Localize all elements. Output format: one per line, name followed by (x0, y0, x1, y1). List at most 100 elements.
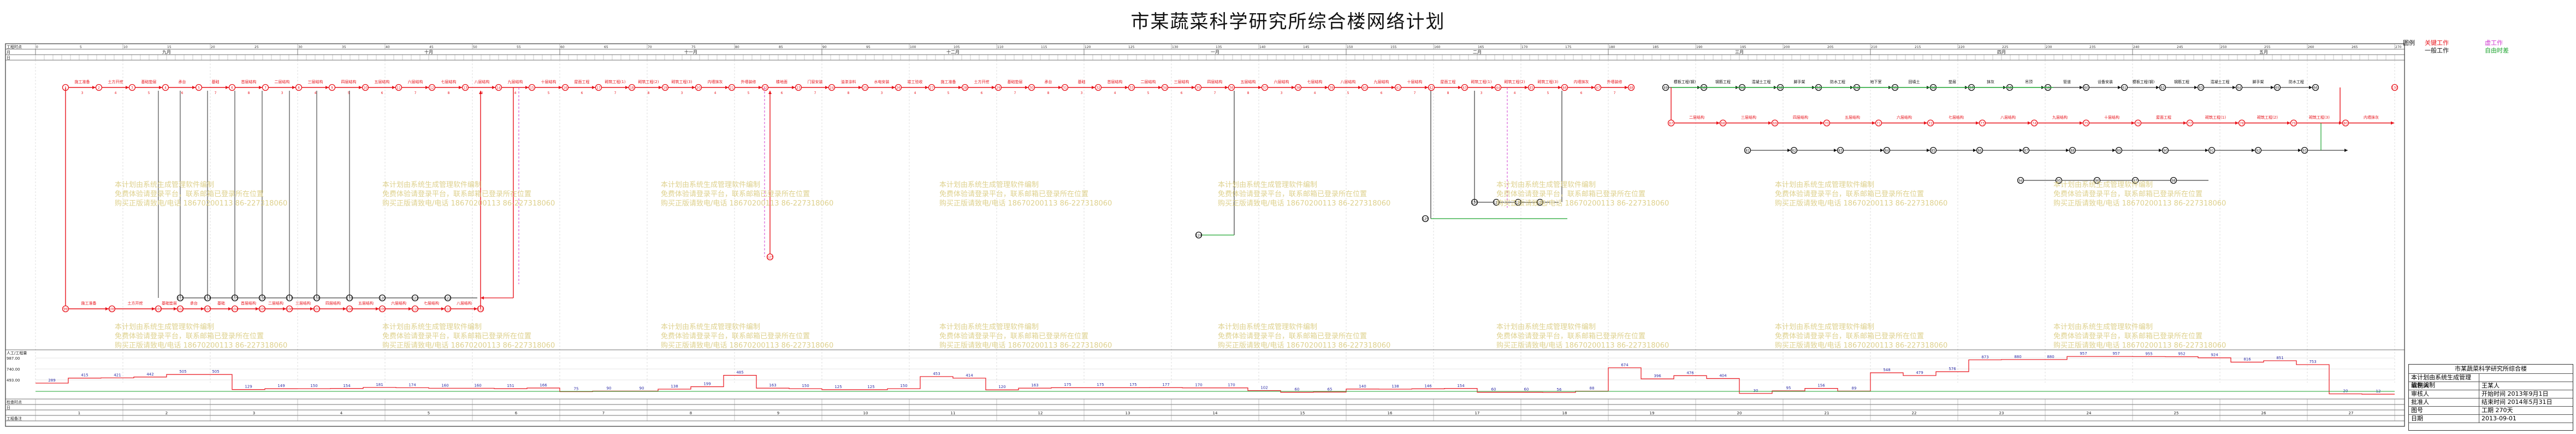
duration-tick-label: 105 (954, 45, 960, 49)
event-node-number: 22 (763, 86, 767, 90)
event-node-number: 18 (630, 86, 634, 90)
event-node-number: 43 (1462, 86, 1467, 90)
watermark-line: 免费体验请登录平台，联系邮箱已登录所在位置 (115, 190, 264, 198)
event-node-number: 65 (2275, 86, 2279, 90)
watermark-line: 购买正版请致电/电话 18670200113 86-227318060 (382, 200, 555, 208)
event-node-number: 109 (379, 308, 386, 312)
event-node-number: 117 (286, 297, 293, 301)
event-node (1461, 84, 1468, 91)
arrow-head (2112, 149, 2116, 152)
event-node (1514, 198, 1522, 206)
duration-tick-label: 100 (910, 45, 916, 49)
resource-value-label: 453 (933, 372, 940, 376)
watermark: 本计划由系统生成管理软件编制免费体验请登录平台，联系邮箱已登录所在位置购买正版请… (382, 322, 555, 350)
activity-label: 砌筑工程(3) (672, 79, 692, 84)
resource-value-label: 163 (769, 383, 776, 388)
arrow-head (283, 307, 286, 310)
activity-label: 抹灰 (1987, 79, 1994, 84)
arrow-head (1976, 121, 1979, 125)
activity-label: 六层结构 (1897, 115, 1912, 120)
resource-value-label: 60 (1491, 388, 1496, 392)
arrow-head (2194, 86, 2198, 89)
activity-duration: 8 (1247, 91, 1249, 95)
event-node (2159, 84, 2166, 91)
arrow-head (201, 307, 204, 310)
activity-label: 七层结构 (1949, 115, 1964, 120)
footer-week-label: 5 (428, 411, 430, 415)
duration-tick-label: 190 (1696, 45, 1703, 49)
event-node (1422, 215, 1429, 222)
event-node-number: 70 (1825, 122, 1829, 126)
watermark: 本计划由系统生成管理软件编制免费体验请登录平台，联系邮箱已登录所在位置购买正版请… (661, 180, 833, 208)
footer-week-label: 2 (165, 411, 168, 415)
resource-value-label: 479 (1916, 371, 1923, 375)
activity-label: 基础 (1078, 79, 1086, 84)
activity-label: 十层结构 (2104, 115, 2119, 120)
activity-duration: 3 (481, 91, 483, 95)
event-node-number: 90 (2163, 149, 2168, 153)
activity-label: 脚手架 (1794, 79, 1805, 84)
arrow-head (481, 296, 484, 300)
watermark: 本计划由系统生成管理软件编制免费体验请登录平台，联系邮箱已登录所在位置购买正版请… (1775, 180, 1947, 208)
arrow-head (1924, 121, 1927, 125)
arrow-head (2205, 149, 2208, 152)
duration-tick-label: 230 (2046, 45, 2052, 49)
activity-label: 八层结构 (475, 79, 490, 84)
event-node-number: 69 (1773, 122, 1777, 126)
title-block-value: 结束时间 2014年5月31日 (2482, 398, 2553, 406)
footer-week-label: 7 (602, 411, 605, 415)
arrow-head (174, 307, 177, 310)
watermark: 本计划由系统生成管理软件编制免费体验请登录平台，联系邮箱已登录所在位置购买正版请… (939, 322, 1112, 350)
arrow-head (759, 86, 762, 89)
activity-label: 垫层 (1949, 79, 1956, 84)
arrow-head (92, 86, 96, 89)
resource-value-label: 421 (114, 373, 121, 377)
event-node (1667, 119, 1675, 127)
arrow-head (2028, 121, 2031, 125)
footer-week-label: 13 (1126, 411, 1130, 415)
activity-label: 二层结构 (275, 79, 290, 84)
event-node-number: 86 (1977, 149, 1982, 153)
event-node (1929, 146, 1937, 154)
activity-label: 七层结构 (1307, 79, 1323, 84)
activity-label: 施工准备 (75, 79, 90, 84)
duration-tick-label: 160 (1434, 45, 1441, 49)
activity-label: 钢筋工程 (2174, 79, 2189, 84)
activity-label: 二层结构 (1141, 79, 1156, 84)
footer-week-label: 19 (1650, 411, 1655, 415)
arrow-head (325, 86, 329, 89)
watermark-line: 本计划由系统生成管理软件编制 (2053, 323, 2153, 331)
activity-label: 六层结构 (391, 301, 406, 306)
event-node (461, 84, 469, 91)
arrow-head (925, 86, 928, 89)
activity-label: 二层结构 (268, 301, 283, 306)
arrow-head (376, 307, 379, 310)
activity-duration: 5 (548, 91, 550, 95)
event-node-number: 93 (2302, 149, 2307, 153)
resource-value-label: 674 (1621, 363, 1628, 367)
footer-week-label: 4 (340, 411, 343, 415)
arrow-head (2080, 86, 2083, 89)
title-block-row: 编制人王某人 (2409, 382, 2573, 390)
watermark-line: 免费体验请登录平台，联系邮箱已登录所在位置 (382, 332, 532, 341)
event-node (695, 84, 702, 91)
title-block: 市某蔬菜科学研究所综合楼 本计划由系统生成管理软件编制编制人王某人审核人开始时间… (2408, 364, 2573, 431)
event-node-number: 61 (2122, 86, 2127, 90)
arrow-head (1358, 86, 1361, 89)
arrow-head (1880, 149, 1884, 152)
watermark-line: 免费体验请登录平台，联系邮箱已登录所在位置 (661, 332, 810, 341)
duration-tick-label: 200 (1784, 45, 1790, 49)
arrow-head (1716, 121, 1720, 125)
event-node (994, 84, 1002, 91)
watermark-line: 购买正版请致电/电话 18670200113 86-227318060 (2053, 342, 2226, 350)
event-node (2273, 84, 2281, 91)
activity-label: 基础 (212, 79, 220, 84)
resource-value-label: 476 (1686, 371, 1694, 375)
footer-week-label: 14 (1213, 411, 1218, 415)
event-node (766, 253, 774, 261)
duration-tick-label: 50 (473, 45, 477, 49)
resource-value-label: 816 (2243, 357, 2251, 361)
event-node-number: 15 (530, 86, 534, 90)
event-node-number: 108 (346, 308, 353, 312)
arrow-head (256, 307, 259, 310)
